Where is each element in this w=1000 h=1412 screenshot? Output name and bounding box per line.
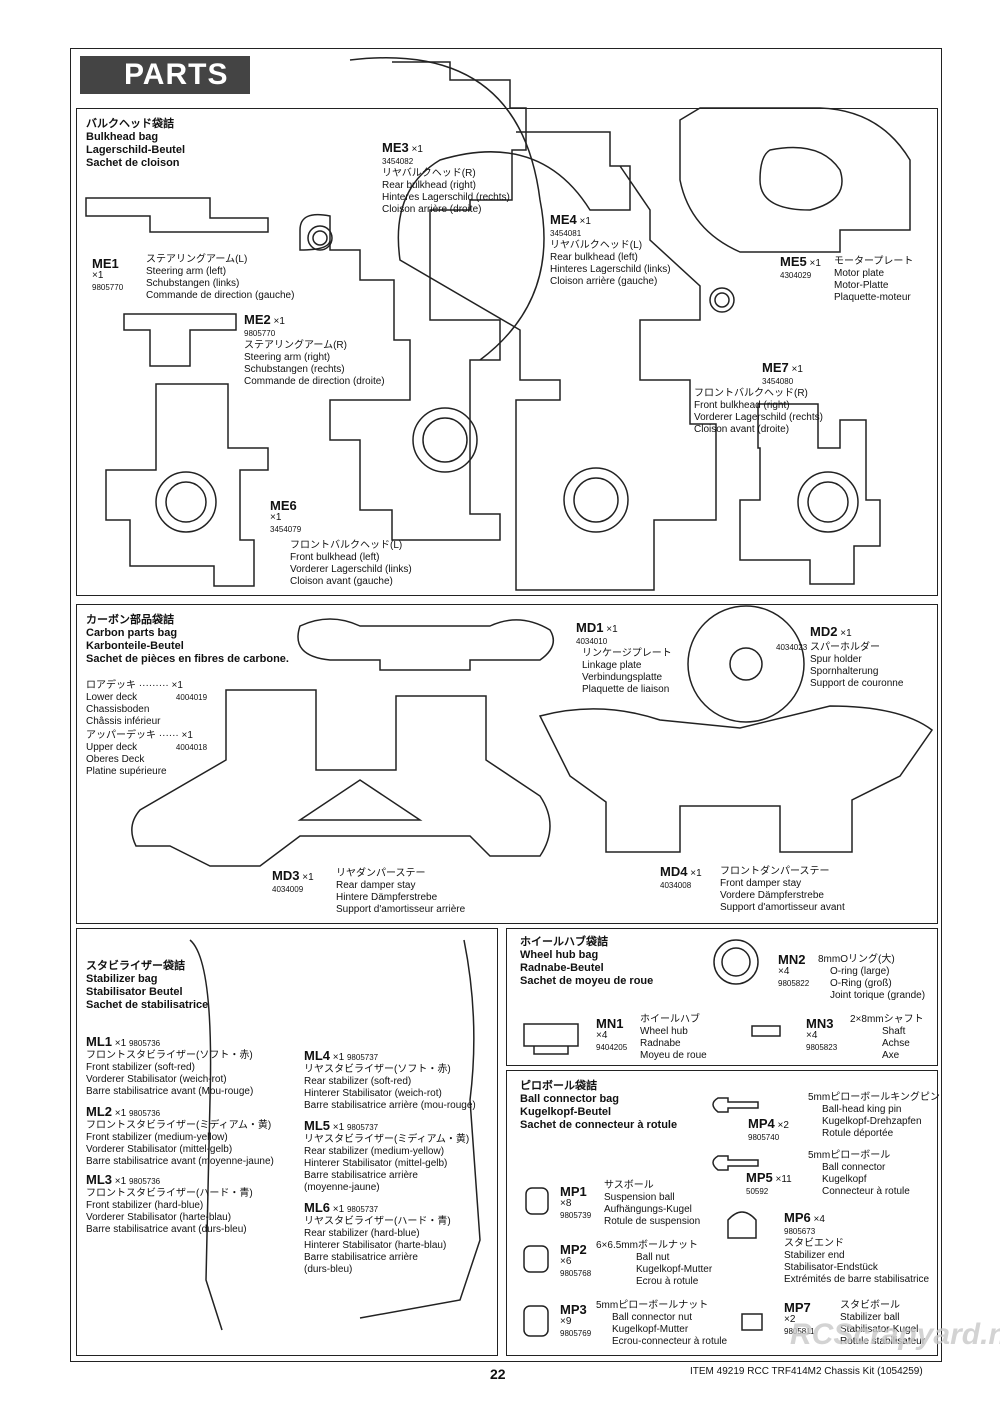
- ml-front-stabilizer-wire-drawing: [189, 939, 223, 1331]
- ml6-description: ML6 ×1 9805737 リヤスタビライザー(ハード・青) Rear sta…: [304, 1200, 451, 1275]
- me7-description: ME7 ×1 3454080 フロントバルクヘッド(R) Front bulkh…: [694, 360, 823, 435]
- mp4-label: MP4 ×2 9805740: [748, 1116, 789, 1142]
- mp1-description: サスボール Suspension ball Aufhängungs-Kugel …: [604, 1180, 701, 1227]
- page-number: 22: [490, 1366, 506, 1382]
- mp2-description: 6×6.5mmボールナット Ball nut Kugelkopf-Mutter …: [596, 1240, 713, 1287]
- me6-description: フロントバルクヘッド(L) Front bulkhead (left) Vord…: [290, 540, 412, 587]
- pillowball-bag-box: [506, 1070, 938, 1356]
- mp2-ball-nut-drawing: [523, 1245, 549, 1273]
- md1-linkage-plate-drawing: [297, 618, 555, 671]
- wheelhub-bag-title: ホイールハブ袋詰 Wheel hub bag Radnabe-Beutel Sa…: [520, 936, 654, 987]
- mp4-king-pin-drawing: [712, 1097, 759, 1113]
- me5-description: モータープレート Motor plate Motor-Platte Plaque…: [834, 256, 914, 303]
- mn2-description: 8mmOリング(大) O-ring (large) O-Ring (groß) …: [818, 954, 926, 1001]
- me5-motor-plate-drawing: [679, 107, 911, 253]
- md3-label: MD3 ×1 4034009: [272, 868, 314, 894]
- md4-label: MD4 ×1 4034008: [660, 864, 702, 890]
- mn3-label: MN3 ×4 9805823: [806, 1016, 838, 1052]
- wheelhub-bag-box: [506, 928, 938, 1066]
- mp3-label: MP3 ×9 9805769: [560, 1302, 592, 1338]
- mp5-description: 5mmピローボール Ball connector Kugelkopf Conne…: [808, 1150, 910, 1197]
- mn3-description: 2×8mmシャフト Shaft Achse Axe: [850, 1014, 924, 1061]
- ml1-description: ML1 ×1 9805736 フロントスタビライザー(ソフト・赤) Front …: [86, 1034, 254, 1097]
- mp2-label: MP2 ×6 9805768: [560, 1242, 592, 1278]
- md4-description: フロントダンパーステー Front damper stay Vordere Dä…: [720, 866, 845, 913]
- mp5-ball-connector-drawing: [712, 1155, 759, 1171]
- mn2-label: MN2 ×4 9805822: [778, 952, 810, 988]
- me7-front-bulkhead-drawing: [739, 403, 881, 585]
- md1-description: MD1 ×1 4034010 リンケージプレート Linkage plate V…: [576, 620, 672, 695]
- mp6-description: MP6 ×4 9805673 スタビエンド Stabilizer end Sta…: [784, 1210, 930, 1285]
- mp6-stabilizer-end-drawing: [727, 1211, 757, 1239]
- lower-deck-description: ロアデッキ ········· ×1 Lower deck 4004019 Ch…: [86, 680, 208, 727]
- me2-description: ME2 ×1 9805770 ステアリングアーム(R) Steering arm…: [244, 312, 385, 387]
- page-title: PARTS: [80, 56, 250, 94]
- mp7-label: MP7 ×2 9805811: [784, 1300, 815, 1336]
- mp7-description: スタビボール Stabilizer ball Stabilisator-Kuge…: [840, 1300, 926, 1347]
- me3-rear-bulkhead-drawing: [299, 61, 527, 541]
- carbon-bag-title: カーボン部品袋詰 Carbon parts bag Karbonteile-Be…: [86, 614, 289, 665]
- me6-label: ME6 ×1 3454079: [270, 498, 302, 534]
- md2-spur-holder-drawing: [687, 605, 805, 723]
- pillowball-bag-title: ピロボール袋詰 Ball connector bag Kugelkopf-Beu…: [520, 1080, 678, 1131]
- md3-rear-damper-stay-drawing: [131, 689, 551, 867]
- me4-description: ME4 ×1 3454081 リヤバルクヘッド(L) Rear bulkhead…: [550, 212, 671, 287]
- me6-front-bulkhead-drawing: [105, 383, 269, 587]
- bulkhead-bag-title: バルクヘッド袋詰 Bulkhead bag Lagerschild-Beutel…: [86, 118, 186, 169]
- stabilizer-bag-title: スタビライザー袋詰 Stabilizer bag Stabilisator Be…: [86, 960, 209, 1011]
- carbon-bag-box: [76, 604, 938, 924]
- ml4-description: ML4 ×1 9805737 リヤスタビライザー(ソフト・赤) Rear sta…: [304, 1048, 476, 1111]
- mn1-description: ホイールハブ Wheel hub Radnabe Moyeu de roue: [640, 1014, 707, 1061]
- ml-rear-stabilizer-wire-drawing: [359, 939, 481, 1319]
- ml3-description: ML3 ×1 9805736 フロントスタビライザー(ハード・青) Front …: [86, 1172, 253, 1235]
- item-footer: ITEM 49219 RCC TRF414M2 Chassis Kit (105…: [690, 1366, 923, 1377]
- mp1-suspension-ball-drawing: [525, 1187, 549, 1215]
- me1-label: ME1 ×1 9805770: [92, 256, 124, 292]
- mn1-wheel-hub-drawing: [523, 1023, 579, 1055]
- me1-steering-arm-drawing: [85, 197, 269, 233]
- mn3-shaft-drawing: [751, 1025, 781, 1037]
- me3-description: ME3 ×1 3454082 リヤバルクヘッド(R) Rear bulkhead…: [382, 140, 510, 215]
- watermark: RCScrapyard.net: [790, 1318, 1000, 1351]
- me4-rear-bulkhead-drawing: [397, 131, 717, 591]
- md3-description: リヤダンパーステー Rear damper stay Hintere Dämpf…: [336, 868, 466, 915]
- mp3-ball-connector-nut-drawing: [523, 1305, 549, 1337]
- md4-front-damper-stay-drawing: [538, 705, 934, 853]
- stabilizer-bag-box: [76, 928, 498, 1356]
- me2-steering-arm-drawing: [123, 313, 237, 367]
- me1-description: ステアリングアーム(L) Steering arm (left) Schubst…: [146, 254, 295, 301]
- mp3-description: 5mmピローボールナット Ball connector nut Kugelkop…: [596, 1300, 728, 1347]
- mn1-label: MN1 ×4 9404205: [596, 1016, 628, 1052]
- mp5-label: MP5 ×11 50592: [746, 1170, 792, 1196]
- md2-code: 4034023: [776, 643, 808, 652]
- mp4-description: 5mmピローボールキングピン Ball-head king pin Kugelk…: [808, 1092, 940, 1139]
- page-frame: [70, 48, 942, 1362]
- md2-description: MD2 ×1: [810, 624, 852, 639]
- mp1-label: MP1 ×8 9805739: [560, 1184, 592, 1220]
- ml2-description: ML2 ×1 9805736 フロントスタビライザー(ミディアム・黄) Fron…: [86, 1104, 274, 1167]
- mp7-stabilizer-ball-drawing: [741, 1313, 763, 1331]
- upper-deck-description: アッパーデッキ ······ ×1 Upper deck 4004018 Obe…: [86, 730, 208, 777]
- ml5-description: ML5 ×1 9805737 リヤスタビライザー(ミディアム・黄) Rear s…: [304, 1118, 470, 1193]
- mn2-o-ring-drawing: [713, 939, 759, 985]
- md2-details: スパーホルダー Spur holder Spornhalterung Suppo…: [810, 642, 904, 689]
- me5-label: ME5 ×1 4304029: [780, 254, 821, 280]
